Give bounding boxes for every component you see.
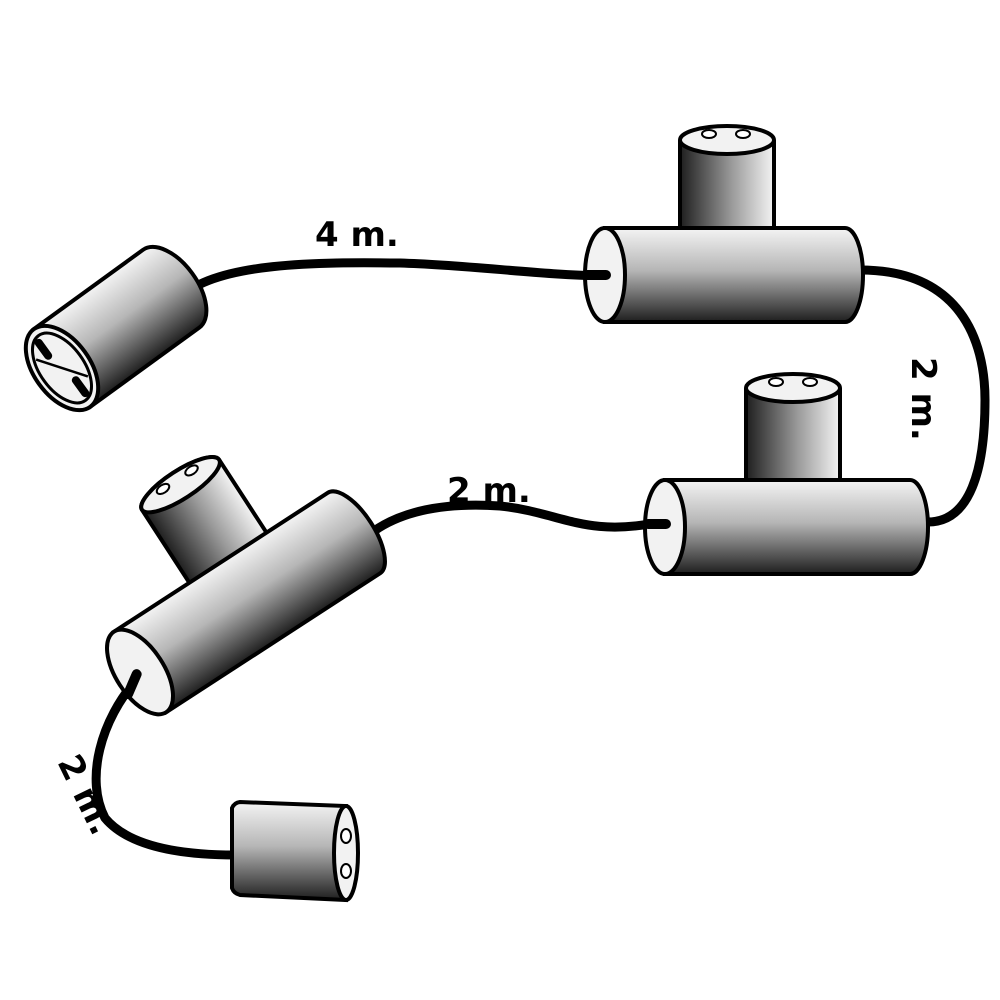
plug-icon — [23, 244, 209, 413]
tee-connector-2 — [643, 372, 930, 576]
end-socket-icon — [230, 799, 360, 903]
length-label-4m: 4 m. — [315, 215, 399, 255]
length-label-2m-right: 2 m. — [903, 357, 943, 441]
cable-4m — [175, 258, 610, 303]
tee-connector-3 — [105, 455, 387, 717]
length-label-2m-left: 2 m. — [49, 748, 122, 841]
cable-2m-right — [855, 265, 990, 527]
length-label-2m-middle: 2 m. — [447, 471, 531, 511]
cable-2m-middle — [360, 500, 665, 543]
cable-2m-left — [91, 673, 240, 860]
tee-connector-1 — [581, 124, 865, 324]
